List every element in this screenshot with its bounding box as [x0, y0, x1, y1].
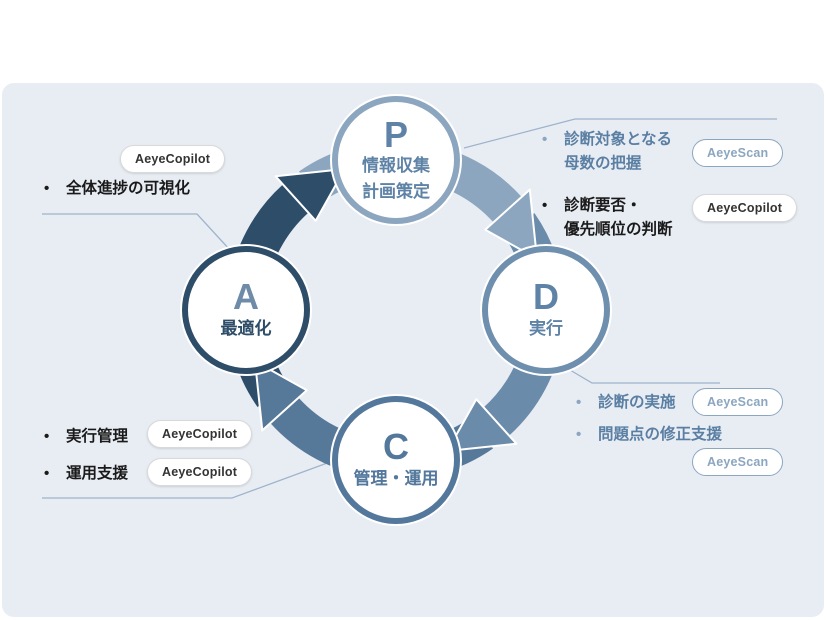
aeyescan-badge: AeyeScan: [692, 448, 784, 476]
aeyescan-badge-label: AeyeScan: [707, 395, 769, 409]
annotation-line1: 診断対象となる: [564, 131, 673, 148]
annotation-text: 診断の実施: [598, 394, 676, 411]
aeyecopilot-badge: AeyeCopilot: [147, 458, 253, 486]
annotation-text: 全体進捗の可視化: [66, 180, 191, 197]
check-circle: [332, 396, 460, 524]
arrowhead-do-to-check: [446, 398, 518, 452]
annotation-text: 運用支援: [66, 465, 129, 482]
aeyecopilot-badge: AeyeCopilot: [120, 145, 226, 173]
leader-line-do: [569, 369, 720, 384]
aeyecopilot-badge-label: AeyeCopilot: [162, 427, 238, 441]
annotation-diagnosis-priority: • 診断要否・ 優先順位の判断: [542, 194, 673, 242]
annotation-line2: 優先順位の判断: [564, 221, 673, 238]
annotation-fix-support: • 問題点の修正支援: [576, 423, 722, 447]
leader-line-check: [42, 461, 331, 499]
aeyecopilot-badge: AeyeCopilot: [692, 194, 798, 222]
annotation-line1: 診断要否・: [564, 197, 642, 214]
annotation-text: 問題点の修正支援: [598, 426, 723, 443]
arrowhead-act-to-plan: [274, 168, 346, 222]
aeyescan-badge: AeyeScan: [692, 139, 784, 167]
bullet-icon: •: [542, 131, 548, 148]
plan-circle: [332, 96, 460, 224]
annotation-line2: 母数の把握: [564, 155, 642, 172]
leader-line-act: [42, 213, 231, 251]
aeyescan-badge: AeyeScan: [692, 388, 784, 416]
arrowhead-check-to-act: [254, 360, 308, 432]
annotation-operation-support: • 運用支援: [44, 462, 128, 486]
do-circle: [482, 246, 610, 374]
aeyescan-badge-label: AeyeScan: [707, 146, 769, 160]
aeyescan-badge-label: AeyeScan: [707, 455, 769, 469]
aeyecopilot-badge-label: AeyeCopilot: [162, 465, 238, 479]
aeyecopilot-badge: AeyeCopilot: [147, 420, 253, 448]
aeyecopilot-badge-label: AeyeCopilot: [707, 201, 783, 215]
annotation-text: 診断対象となる 母数の把握: [564, 128, 672, 176]
bullet-icon: •: [44, 465, 50, 482]
bullet-icon: •: [44, 428, 50, 445]
bullet-icon: •: [576, 426, 582, 443]
leader-line-plan: [463, 118, 777, 149]
annotation-overall-progress: • 全体進捗の可視化: [44, 177, 190, 201]
annotation-execution-management: • 実行管理: [44, 425, 128, 449]
annotation-text: 実行管理: [66, 428, 129, 445]
bullet-icon: •: [576, 394, 582, 411]
annotation-diagnosis-target: • 診断対象となる 母数の把握: [542, 128, 672, 176]
arrowhead-plan-to-do: [484, 188, 538, 260]
bullet-icon: •: [44, 180, 50, 197]
act-circle: [182, 246, 310, 374]
annotation-diagnosis-execution: • 診断の実施: [576, 391, 676, 415]
annotation-text: 診断要否・ 優先順位の判断: [564, 194, 673, 242]
bullet-icon: •: [542, 197, 548, 214]
aeyecopilot-badge-label: AeyeCopilot: [135, 152, 211, 166]
